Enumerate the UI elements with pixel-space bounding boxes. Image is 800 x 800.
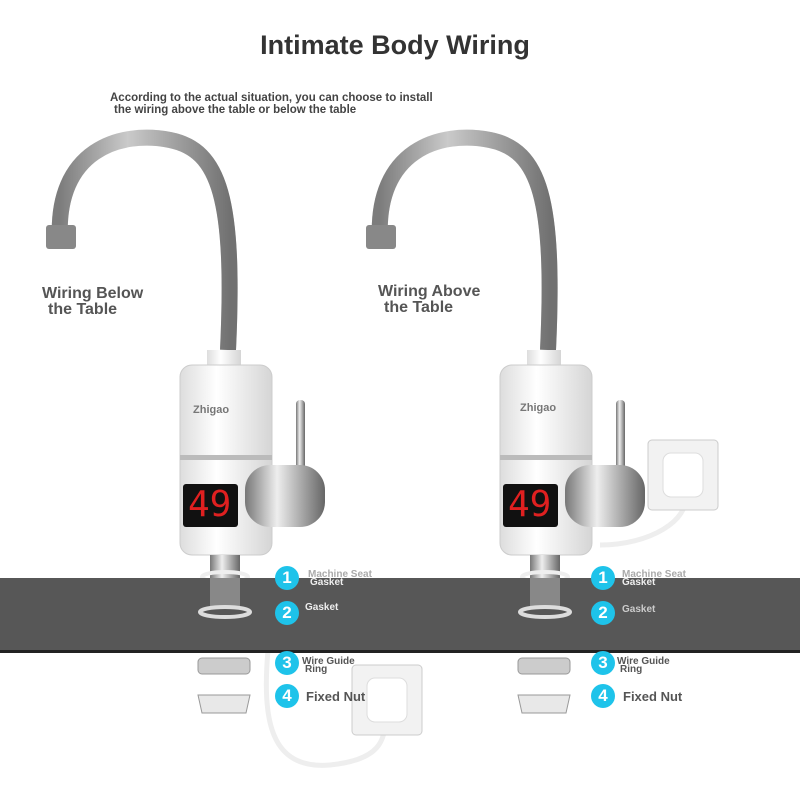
part-number-3-left: 3 [275,651,299,675]
brand-right: Zhigao [520,402,557,414]
temperature-display-left: 49 [188,484,232,525]
wiring-above-label-2: the Table [384,299,454,316]
part-label-3b-right: Ring [620,664,643,675]
part-number-4-left: 4 [275,684,299,708]
part-label-4-right: Fixed Nut [623,689,683,704]
part-label-3b-left: Ring [305,664,328,675]
part-label-2-right: Gasket [622,604,656,615]
part-number-3-right: 3 [591,651,615,675]
part-label-1b-left: Gasket [310,577,344,588]
wiring-above-label-1: Wiring Above [378,283,481,300]
brand-left: Zhigao [193,404,230,416]
part-label-1b-right: Gasket [622,577,656,588]
part-label-1a-right: Machine Seat [622,569,686,580]
part-number-2-left: 2 [275,601,299,625]
part-label-3a-left: Wire Guide [302,656,355,667]
part-number-2-right: 2 [591,601,615,625]
part-number-4-right: 4 [591,684,615,708]
temperature-display-right: 49 [508,484,552,525]
countertop [0,578,800,653]
part-label-1a-left: Machine Seat [308,569,372,580]
wiring-below-label-2: the Table [48,301,118,318]
part-label-4-left: Fixed Nut [306,689,366,704]
subtitle-line-2: the wiring above the table or below the … [114,104,357,116]
subtitle-line-1: According to the actual situation, you c… [110,92,433,104]
page-title: Intimate Body Wiring [260,30,530,60]
power-cable-left [263,649,388,768]
part-number-1-right: 1 [591,566,615,590]
part-label-3a-right: Wire Guide [617,656,670,667]
part-label-2-left: Gasket [305,602,339,613]
wiring-below-label-1: Wiring Below [42,285,144,302]
part-number-1-left: 1 [275,566,299,590]
